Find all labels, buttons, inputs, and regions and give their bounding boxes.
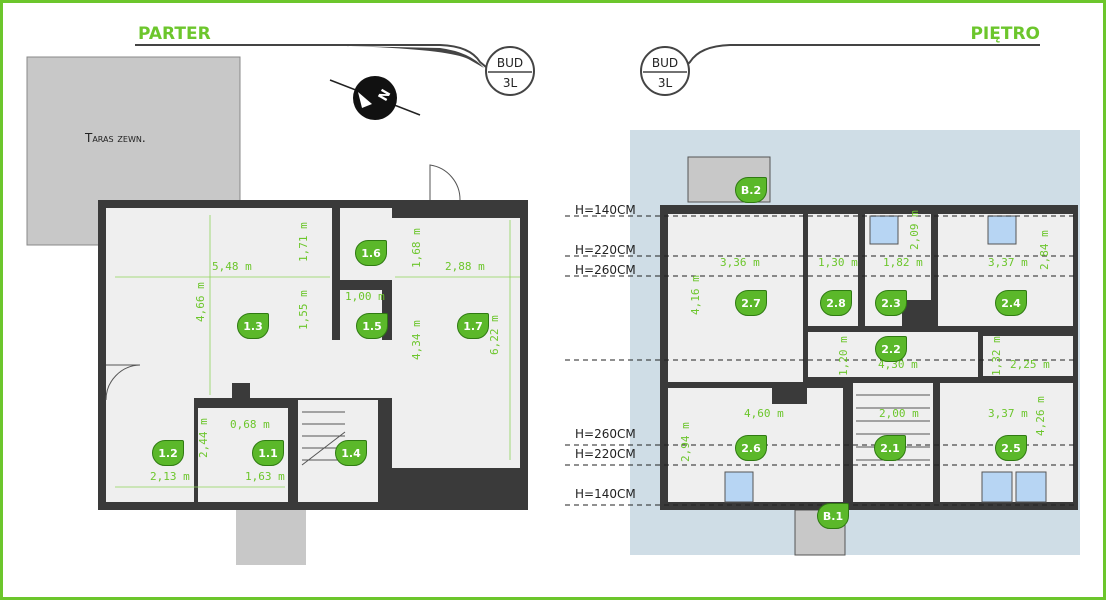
- room-badge-2-6[interactable]: 2.6: [735, 435, 767, 461]
- stairs-ground: [301, 411, 346, 466]
- svg-text:BUD: BUD: [497, 56, 523, 70]
- room-badge-1-7[interactable]: 1.7: [457, 313, 489, 339]
- svg-text:1,20 m: 1,20 m: [837, 336, 850, 376]
- svg-text:2,09 m: 2,09 m: [908, 210, 921, 250]
- svg-text:1,71 m: 1,71 m: [297, 222, 310, 262]
- svg-text:3,36 m: 3,36 m: [720, 256, 760, 269]
- svg-text:H=260CM: H=260CM: [575, 427, 636, 441]
- svg-text:1,63 m: 1,63 m: [245, 470, 285, 483]
- dimension-lines-ground: [115, 215, 520, 488]
- room-badge-1-5[interactable]: 1.5: [356, 313, 388, 339]
- svg-text:2,25 m: 2,25 m: [1010, 358, 1050, 371]
- svg-text:4,16 m: 4,16 m: [689, 275, 702, 315]
- height-lines: [565, 215, 1075, 506]
- room-badge-b2[interactable]: B.2: [735, 177, 767, 203]
- svg-text:3L: 3L: [503, 76, 518, 90]
- svg-text:4,60 m: 4,60 m: [744, 407, 784, 420]
- svg-text:0,68 m: 0,68 m: [230, 418, 270, 431]
- svg-text:H=140CM: H=140CM: [575, 203, 636, 217]
- header-swoosh-left: [135, 44, 493, 73]
- ground-floor-dimensions: 5,48 m 1,71 m 1,55 m 4,66 m 1,00 m 1,68 …: [150, 222, 501, 483]
- svg-text:3L: 3L: [658, 76, 673, 90]
- room-badge-1-6[interactable]: 1.6: [355, 240, 387, 266]
- svg-text:6,22 m: 6,22 m: [488, 315, 501, 355]
- header-swoosh-right: [679, 44, 1040, 73]
- svg-text:1,68 m: 1,68 m: [410, 228, 423, 268]
- entrance-step: [236, 510, 306, 565]
- room-badge-1-4[interactable]: 1.4: [335, 440, 367, 466]
- ground-floor-title: PARTER: [138, 24, 211, 44]
- svg-text:2,44 m: 2,44 m: [197, 418, 210, 458]
- door-swing: [429, 164, 461, 201]
- svg-text:1,82 m: 1,82 m: [883, 256, 923, 269]
- header-swoosh-fill-left: [300, 45, 484, 68]
- svg-text:2,84 m: 2,84 m: [1038, 230, 1051, 270]
- compass-icon: N: [329, 76, 421, 120]
- svg-text:4,66 m: 4,66 m: [194, 282, 207, 322]
- room-badge-2-1[interactable]: 2.1: [874, 435, 906, 461]
- svg-text:3,37 m: 3,37 m: [988, 256, 1028, 269]
- bud-badge-left: BUD 3L: [485, 46, 535, 96]
- svg-text:3,37 m: 3,37 m: [988, 407, 1028, 420]
- svg-text:BUD: BUD: [652, 56, 678, 70]
- terrace-label: Taras zewn.: [84, 131, 146, 145]
- floor-plans: PARTER BUD 3L PIĘTRO BUD 3L N Taras zewn…: [26, 24, 1080, 565]
- room-badge-2-2[interactable]: 2.2: [875, 336, 907, 362]
- room-badge-2-5[interactable]: 2.5: [995, 435, 1027, 461]
- svg-text:1,30 m: 1,30 m: [818, 256, 858, 269]
- svg-text:2,94 m: 2,94 m: [679, 422, 692, 462]
- svg-text:5,48 m: 5,48 m: [212, 260, 252, 273]
- stairs-upper: [856, 394, 930, 461]
- bud-badge-right: BUD 3L: [640, 46, 690, 96]
- room-badge-2-7[interactable]: 2.7: [735, 290, 767, 316]
- upper-floor-dimensions: 3,36 m 1,30 m 1,82 m 3,37 m 2,09 m 2,84 …: [679, 210, 1051, 462]
- roof-windows: [724, 215, 1047, 503]
- svg-text:H=220CM: H=220CM: [575, 447, 636, 461]
- svg-text:4,26 m: 4,26 m: [1034, 396, 1047, 436]
- svg-text:1,32 m: 1,32 m: [990, 336, 1003, 376]
- svg-text:H=220CM: H=220CM: [575, 243, 636, 257]
- svg-text:1,55 m: 1,55 m: [297, 290, 310, 330]
- room-badge-2-4[interactable]: 2.4: [995, 290, 1027, 316]
- upper-floor-title: PIĘTRO: [970, 24, 1040, 44]
- room-badge-1-3[interactable]: 1.3: [237, 313, 269, 339]
- svg-text:4,34 m: 4,34 m: [410, 320, 423, 360]
- room-badge-1-1[interactable]: 1.1: [252, 440, 284, 466]
- svg-text:2,00 m: 2,00 m: [879, 407, 919, 420]
- room-badge-2-3[interactable]: 2.3: [875, 290, 907, 316]
- room-badge-1-2[interactable]: 1.2: [152, 440, 184, 466]
- svg-text:2,13 m: 2,13 m: [150, 470, 190, 483]
- svg-text:H=260CM: H=260CM: [575, 263, 636, 277]
- room-badge-b1[interactable]: B.1: [817, 503, 849, 529]
- svg-text:2,88 m: 2,88 m: [445, 260, 485, 273]
- height-labels: H=140CM H=220CM H=260CM H=260CM H=220CM …: [575, 203, 636, 501]
- room-badge-2-8[interactable]: 2.8: [820, 290, 852, 316]
- svg-text:H=140CM: H=140CM: [575, 487, 636, 501]
- svg-text:1,00 m: 1,00 m: [345, 290, 385, 303]
